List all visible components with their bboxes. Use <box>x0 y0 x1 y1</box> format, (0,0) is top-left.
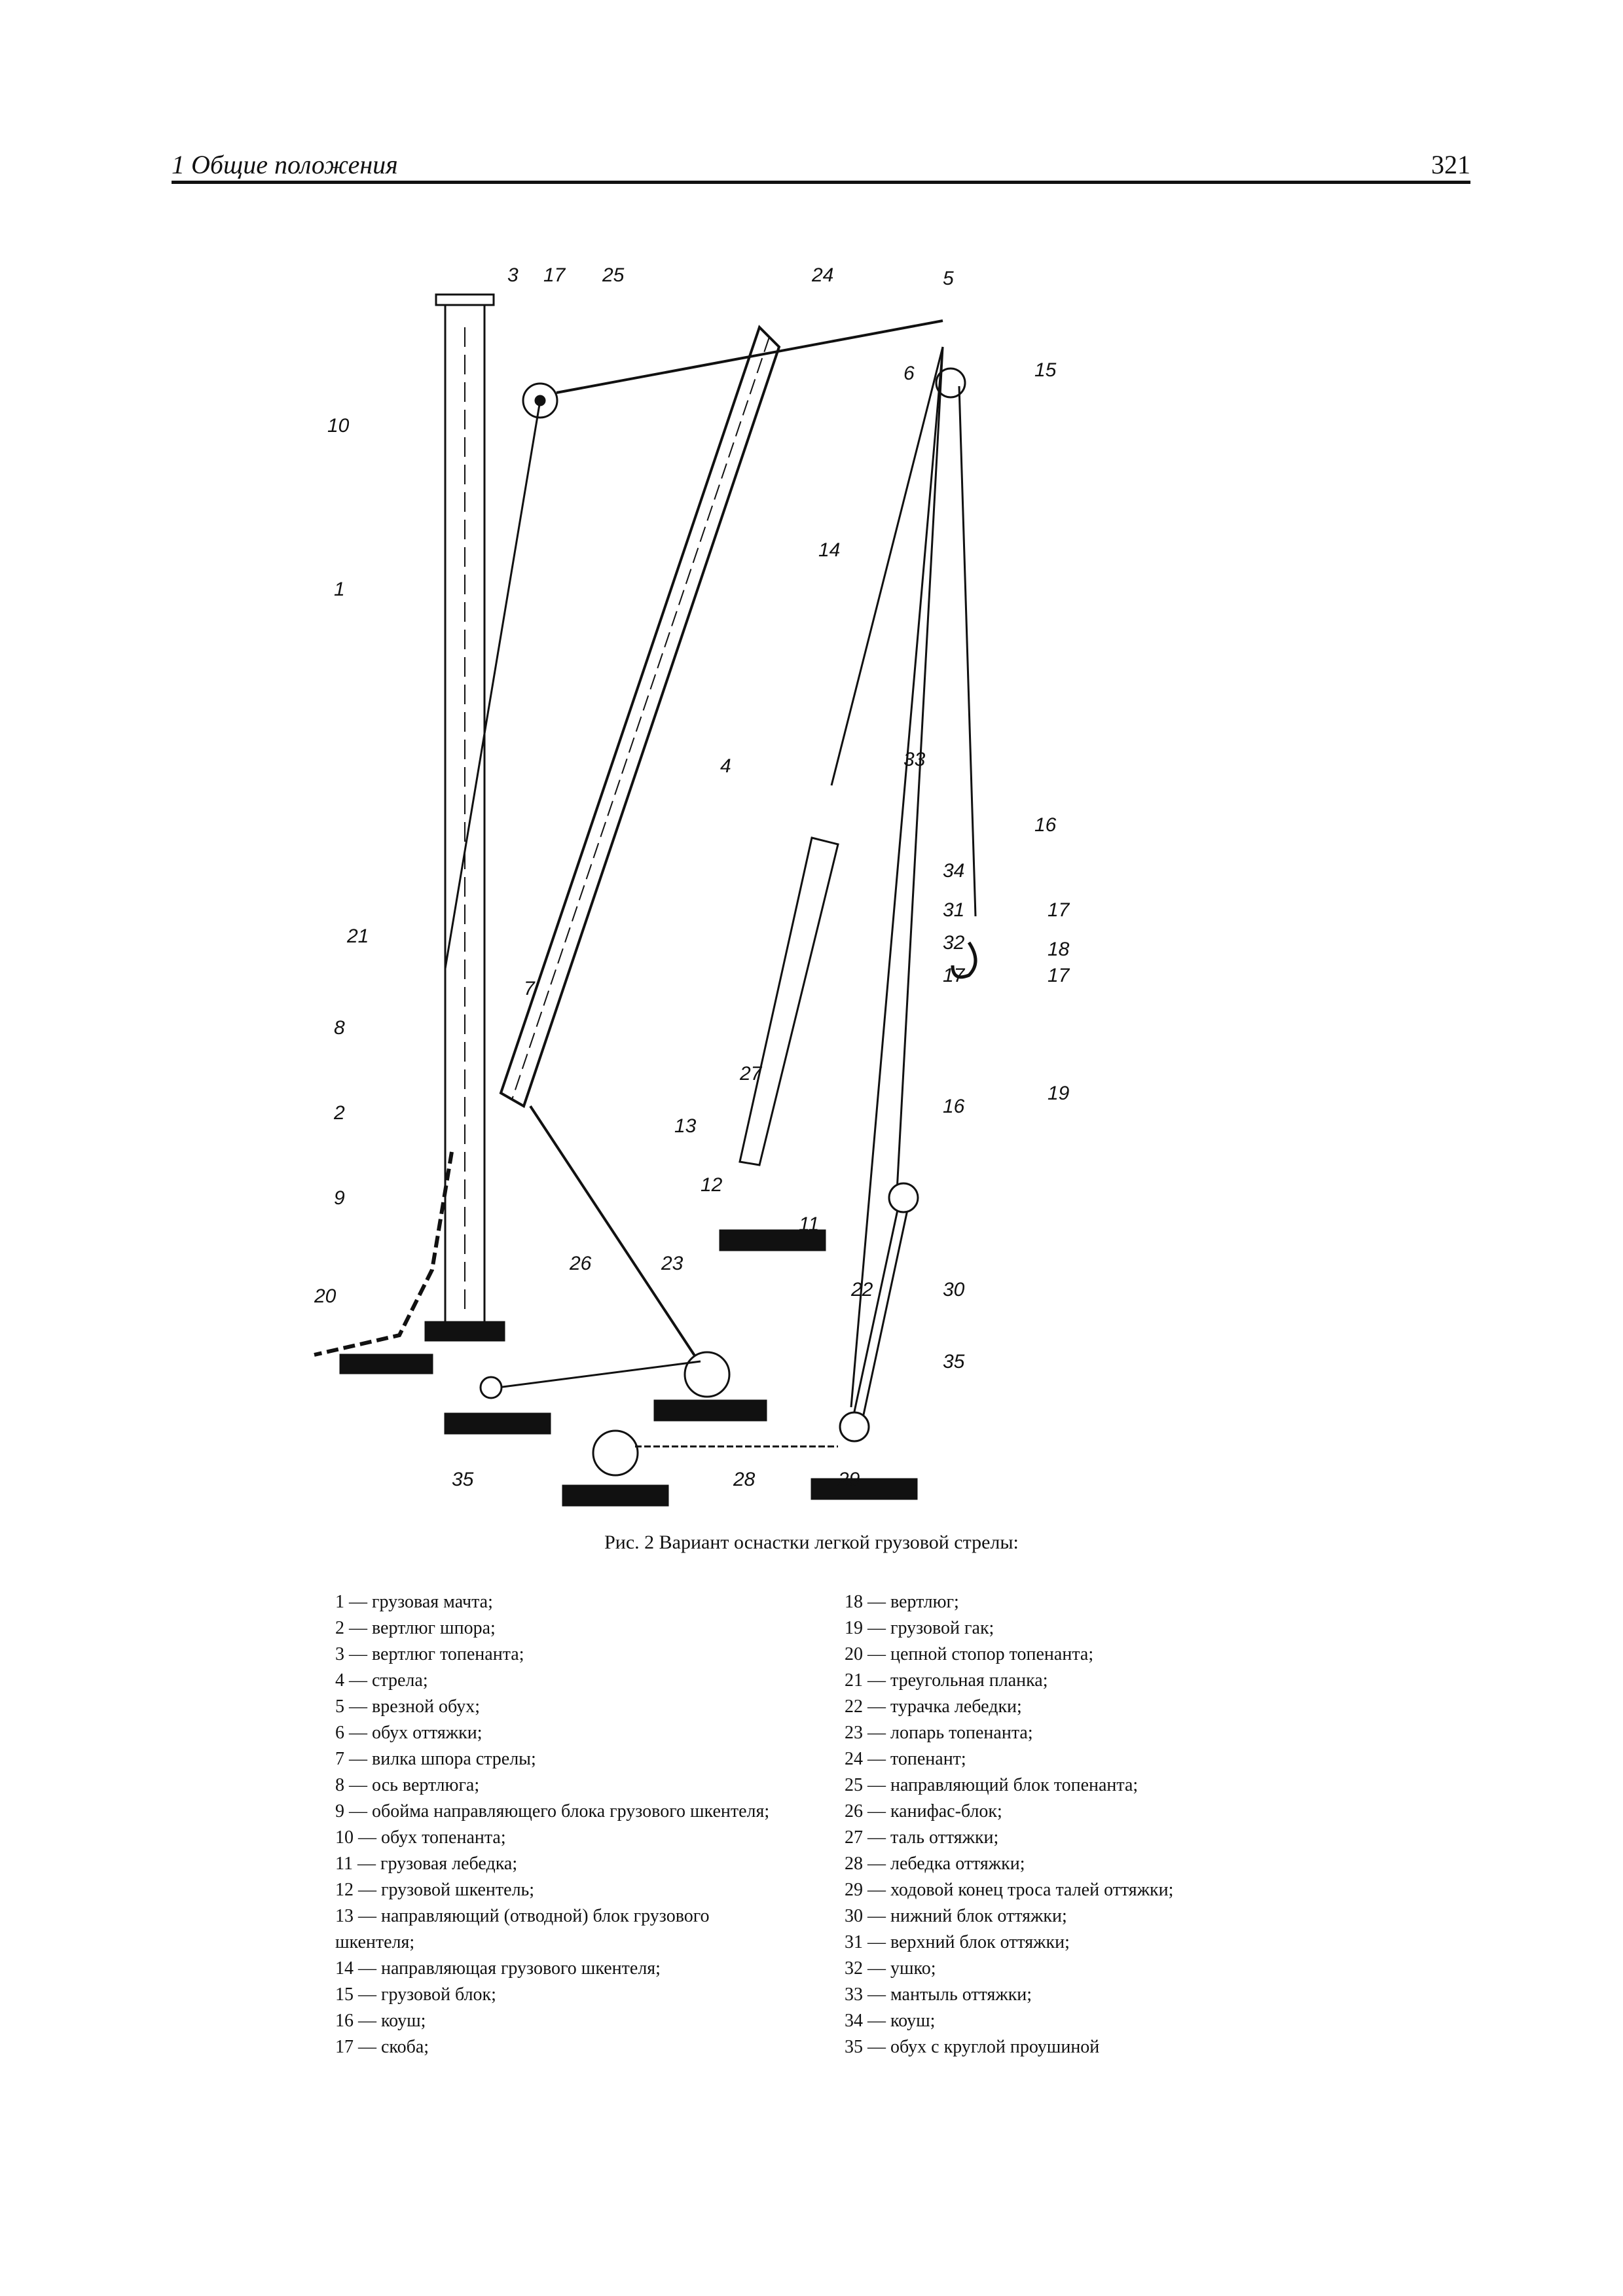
svg-text:11: 11 <box>799 1213 819 1235</box>
legend-item: 1 — грузовая мачта; <box>335 1592 493 1612</box>
snatch-block <box>479 1376 503 1399</box>
svg-text:2: 2 <box>333 1102 345 1124</box>
svg-text:22: 22 <box>850 1279 873 1300</box>
svg-text:23: 23 <box>661 1253 684 1274</box>
legend-item: 17 — скоба; <box>335 2037 429 2057</box>
figure-caption: Рис. 2 Вариант оснастки легкой грузовой … <box>604 1532 1019 1553</box>
legend-item: 4 — стрела; <box>335 1670 428 1691</box>
svg-text:9: 9 <box>334 1187 345 1209</box>
svg-text:4: 4 <box>720 755 731 777</box>
guy-winch <box>592 1429 639 1477</box>
page-header: 1 Общие положения 321 <box>172 149 1470 183</box>
legend-item: 15 — грузовой блок; <box>335 1984 496 2005</box>
svg-text:8: 8 <box>334 1017 345 1039</box>
svg-text:35: 35 <box>943 1351 965 1372</box>
svg-text:34: 34 <box>943 860 964 882</box>
legend-item: 5 — врезной обух; <box>335 1696 480 1717</box>
legend-item: 13 — направляющий (отводной) блок грузов… <box>335 1906 710 1952</box>
svg-text:1: 1 <box>334 579 345 600</box>
svg-text:26: 26 <box>569 1253 592 1274</box>
legend-item: 21 — треугольная планка; <box>845 1670 1048 1691</box>
svg-text:27: 27 <box>739 1063 763 1085</box>
legend-item: 35 — обух с круглой проушиной <box>845 2037 1100 2057</box>
legend-item: 31 — верхний блок оттяжки; <box>845 1932 1070 1952</box>
upper-guy-block <box>888 1182 919 1213</box>
svg-text:33: 33 <box>903 749 926 770</box>
svg-text:15: 15 <box>1034 359 1057 381</box>
svg-text:17: 17 <box>543 264 566 286</box>
cargo-fall <box>529 1105 708 1376</box>
boom <box>499 325 781 1108</box>
svg-text:7: 7 <box>524 978 536 999</box>
legend-item: 2 — вертлюг шпора; <box>335 1618 496 1638</box>
svg-text:17: 17 <box>1048 965 1070 986</box>
boom-rigging-drawing: 3 17 25 24 5 6 15 10 1 14 33 4 16 34 31 … <box>249 249 1401 1518</box>
svg-text:6: 6 <box>903 363 915 384</box>
legend-item: 20 — цепной стопор топенанта; <box>845 1644 1094 1664</box>
legend-item: 28 — лебедка оттяжки; <box>845 1854 1025 1874</box>
svg-text:28: 28 <box>733 1469 756 1490</box>
svg-text:16: 16 <box>1034 814 1057 836</box>
svg-text:31: 31 <box>943 899 964 921</box>
svg-text:25: 25 <box>602 264 625 286</box>
legend-item: 24 — топенант; <box>845 1749 966 1769</box>
svg-text:5: 5 <box>943 268 954 289</box>
legend-item: 30 — нижний блок оттяжки; <box>845 1906 1067 1926</box>
svg-text:19: 19 <box>1048 1083 1070 1104</box>
legend-item: 9 — обойма направляющего блока грузового… <box>335 1801 770 1821</box>
legend-item: 25 — направляющий блок топенанта; <box>845 1775 1139 1795</box>
svg-text:16: 16 <box>943 1096 965 1117</box>
legend-item: 33 — мантыль оттяжки; <box>845 1984 1032 2005</box>
rigging-diagram: 3 17 25 24 5 6 15 10 1 14 33 4 16 34 31 … <box>314 264 1070 1507</box>
page-number: 321 <box>1431 150 1470 179</box>
legend-item: 19 — грузовой гак; <box>845 1618 994 1638</box>
cargo-winch <box>684 1351 731 1398</box>
section-title: 1 Общие положения <box>172 150 398 179</box>
legend-item: 29 — ходовой конец троса талей оттяжки; <box>845 1880 1174 1900</box>
svg-text:21: 21 <box>346 925 369 947</box>
legend-item: 11 — грузовая лебедка; <box>335 1854 518 1874</box>
legend-item: 34 — коуш; <box>845 2011 936 2031</box>
svg-text:18: 18 <box>1048 939 1070 960</box>
legend-item: 14 — направляющая грузового шкентеля; <box>335 1958 661 1979</box>
topping-lift <box>556 319 943 394</box>
svg-text:32: 32 <box>943 932 965 954</box>
legend-item: 6 — обух оттяжки; <box>335 1723 483 1743</box>
svg-text:14: 14 <box>818 539 840 561</box>
legend-item: 32 — ушко; <box>845 1958 936 1979</box>
svg-text:20: 20 <box>314 1285 337 1307</box>
svg-text:35: 35 <box>452 1469 474 1490</box>
legend-item: 7 — вилка шпора стрелы; <box>335 1749 536 1769</box>
legend-item: 26 — канифас-блок; <box>845 1801 1002 1821</box>
svg-text:17: 17 <box>943 965 966 986</box>
cargo-hook <box>951 941 977 979</box>
chain-stopper <box>314 1151 454 1357</box>
svg-text:10: 10 <box>327 415 350 437</box>
svg-text:17: 17 <box>1048 899 1070 921</box>
svg-text:12: 12 <box>701 1174 723 1196</box>
cargo-block <box>935 367 966 399</box>
legend-item: 27 — таль оттяжки; <box>845 1827 999 1848</box>
svg-text:3: 3 <box>507 264 519 286</box>
legend-item: 12 — грузовой шкентель; <box>335 1880 535 1900</box>
svg-text:13: 13 <box>674 1115 697 1137</box>
legend-item: 8 — ось вертлюга; <box>335 1775 480 1795</box>
svg-text:24: 24 <box>811 264 833 286</box>
lower-guy-block <box>839 1411 870 1443</box>
svg-text:30: 30 <box>943 1279 965 1300</box>
legend-item: 16 — коуш; <box>335 2011 426 2031</box>
legend-left-column: 1 — грузовая мачта; 2 — вертлюг шпора; 3… <box>335 1589 787 2060</box>
legend-item: 10 — обух топенанта; <box>335 1827 506 1848</box>
legend-item: 23 — лопарь топенанта; <box>845 1723 1033 1743</box>
legend-item: 3 — вертлюг топенанта; <box>335 1644 524 1664</box>
legend-item: 22 — турачка лебедки; <box>845 1696 1022 1717</box>
legend-right-column: 18 — вертлюг; 19 — грузовой гак; 20 — це… <box>845 1589 1303 2060</box>
header-rule <box>172 181 1470 184</box>
svg-text:29: 29 <box>837 1469 860 1490</box>
legend-item: 18 — вертлюг; <box>845 1592 959 1612</box>
